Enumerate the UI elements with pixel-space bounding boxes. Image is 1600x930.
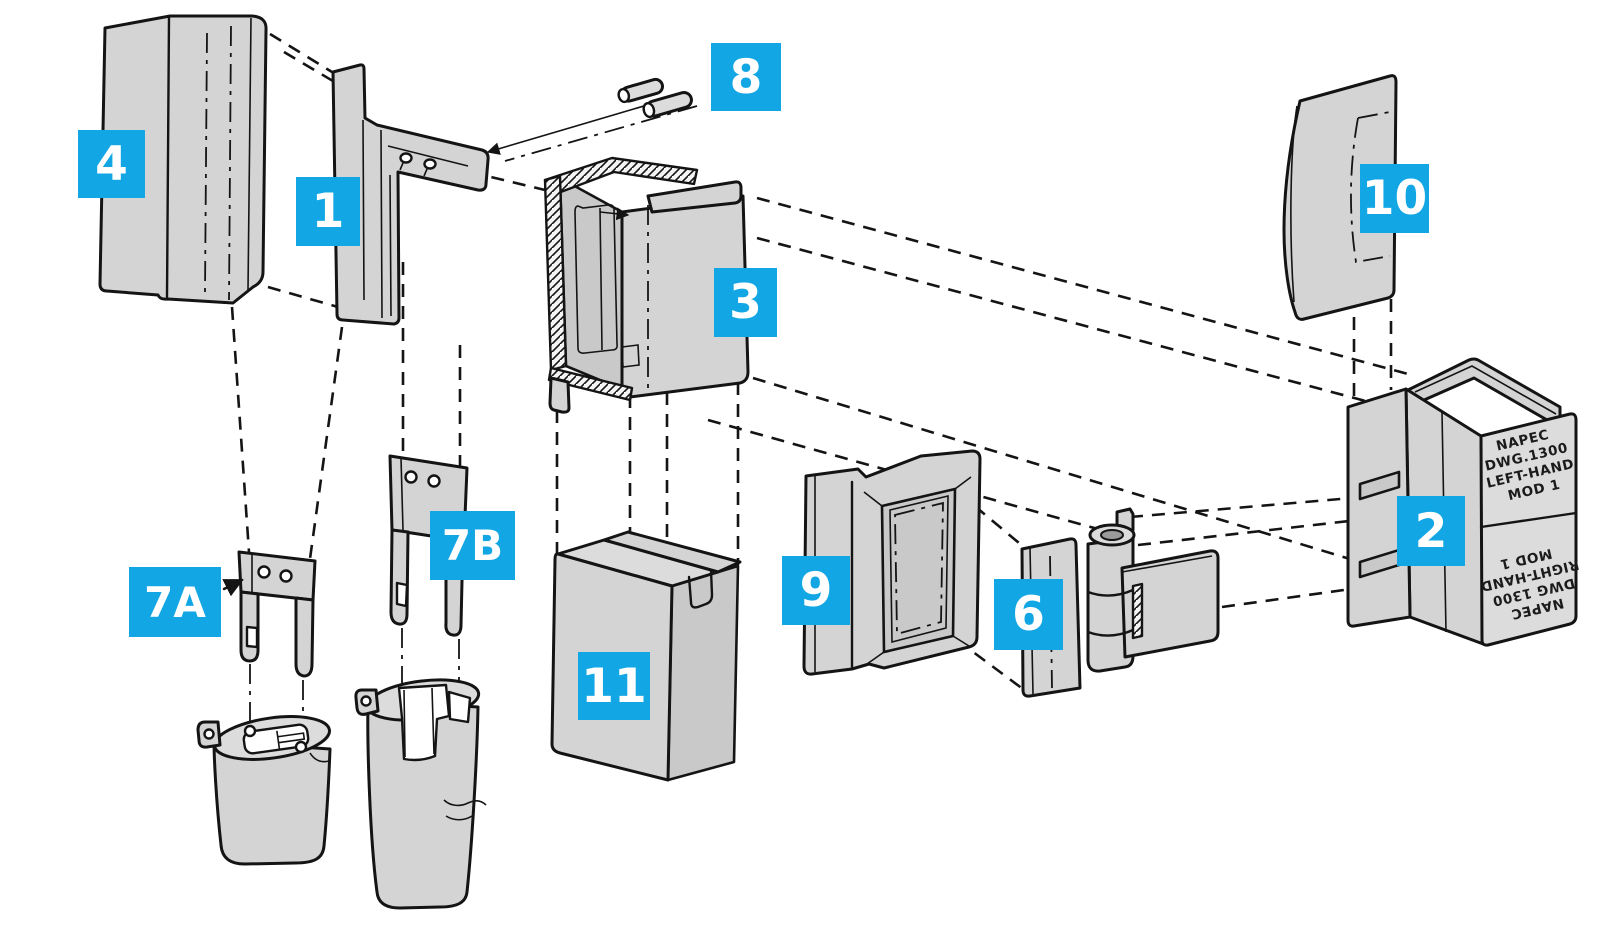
callout-7a-arrow <box>222 578 244 597</box>
callout-label-4: 4 <box>78 130 145 198</box>
callout-label-7b: 7B <box>430 511 515 580</box>
marking-upper: NAPEC DWG.1300 LEFT-HAND MOD 1 <box>1483 427 1575 504</box>
part-4-corner-trim-panel <box>98 14 268 305</box>
block-slot <box>687 568 714 609</box>
part-10-cover-panel <box>1282 74 1398 321</box>
callout-label-8: 8 <box>711 43 781 111</box>
callout-label-7a: 7A <box>129 567 221 637</box>
lock-cylinder-b <box>354 678 487 910</box>
striker-hole <box>399 152 413 164</box>
flange-slot <box>1358 470 1401 501</box>
callout-label-3: 3 <box>714 268 777 337</box>
callout-label-1: 1 <box>296 177 360 246</box>
callout-label-10: 10 <box>1360 164 1429 233</box>
part-8-rivet-pins <box>486 77 698 162</box>
panel-inset-centerline <box>1350 111 1391 264</box>
part-2-packing-block: NAPEC DWG.1300 LEFT-HAND MOD 1 NAPEC DWG… <box>1346 357 1581 647</box>
striker-hole <box>423 158 437 170</box>
lock-cylinder-a <box>196 715 332 866</box>
block-rim <box>1406 357 1562 426</box>
bracket-leg <box>389 528 410 626</box>
crease-centerline <box>204 32 208 293</box>
marking-lower-rotated: NAPEC DWG 1300 RIGHT-HAND MOD 1 <box>1479 545 1581 622</box>
projection-lines <box>230 32 1415 694</box>
part-7a-retainer-bracket <box>237 550 317 745</box>
callout-label-11: 11 <box>578 652 650 720</box>
bracket-leg <box>294 596 315 678</box>
part-3-lock-housing <box>543 156 750 414</box>
callout-label-9: 9 <box>782 556 850 625</box>
cutaway-hatch <box>543 156 699 195</box>
block-marked-face <box>1479 412 1578 647</box>
hinge-right-leaf <box>1120 549 1220 659</box>
keyway-opening <box>242 723 310 755</box>
cutaway-chamber <box>397 683 451 762</box>
part-1-striker-bracket <box>331 63 490 326</box>
callout-label-2: 2 <box>1397 496 1465 566</box>
callout-label-6: 6 <box>994 579 1063 650</box>
